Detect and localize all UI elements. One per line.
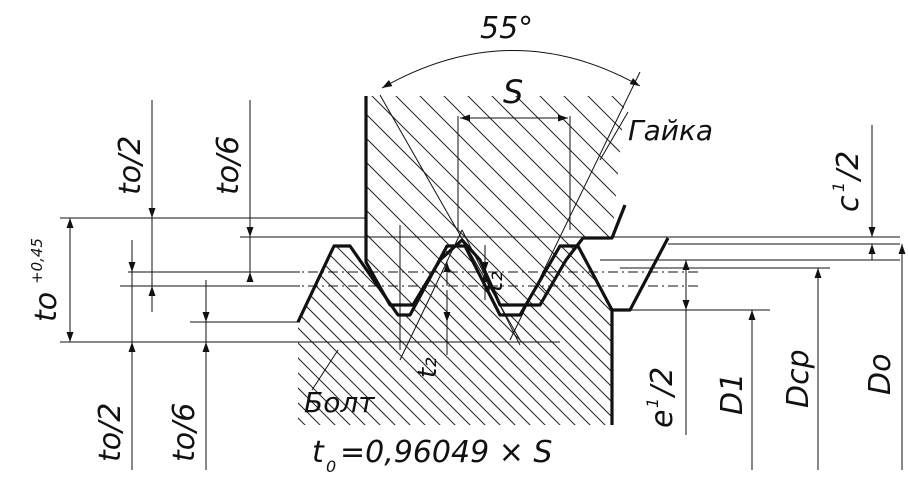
dsr-label: Dср: [781, 349, 816, 408]
do-label: Do: [863, 354, 898, 395]
svg-text:c: c: [831, 195, 866, 212]
bolt-right-edge: [612, 237, 670, 312]
to-sixth-bottom-label: to/6: [167, 403, 202, 462]
extension-lines: [60, 116, 900, 343]
svg-text:0: 0: [326, 457, 336, 476]
svg-text:t: t: [312, 435, 325, 470]
t2-lower-label: t₂: [413, 357, 443, 378]
bolt-leader: [311, 349, 339, 391]
svg-text:=0,96049 × S: =0,96049 × S: [340, 435, 552, 470]
angle-label: 55°: [480, 11, 533, 46]
svg-text:to: to: [29, 292, 64, 322]
nut-label: Гайка: [628, 114, 713, 147]
to-sixth-top-label: to/6: [211, 136, 246, 195]
e-half-label: e 1 /2: [643, 367, 680, 428]
pitch-label: S: [503, 73, 523, 111]
right-dimensions: [682, 125, 906, 470]
left-dimensions: [66, 100, 254, 470]
bolt-contour: [296, 244, 614, 425]
formula-label: t 0 =0,96049 × S: [312, 435, 552, 476]
svg-text:/2: /2: [831, 151, 866, 183]
t2-dimensions: [399, 225, 489, 355]
svg-text:e: e: [645, 410, 680, 428]
angle-arc: [381, 50, 641, 89]
bolt-label: Болт: [304, 386, 375, 419]
svg-text:1: 1: [643, 398, 662, 408]
to-half-top-label: to/2: [113, 136, 148, 195]
c-half-label: c 1 /2: [829, 151, 866, 212]
d1-label: D1: [715, 373, 750, 415]
flank-construction-lines: [379, 71, 641, 361]
svg-text:/2: /2: [645, 367, 680, 399]
t2-upper-label: t₂: [479, 271, 509, 292]
svg-text:1: 1: [829, 182, 848, 192]
to-tolerance-label: to +0,45: [28, 238, 64, 322]
svg-text:+0,45: +0,45: [28, 238, 46, 284]
to-half-bottom-label: to/2: [93, 403, 128, 462]
nut-leader: [599, 111, 629, 161]
